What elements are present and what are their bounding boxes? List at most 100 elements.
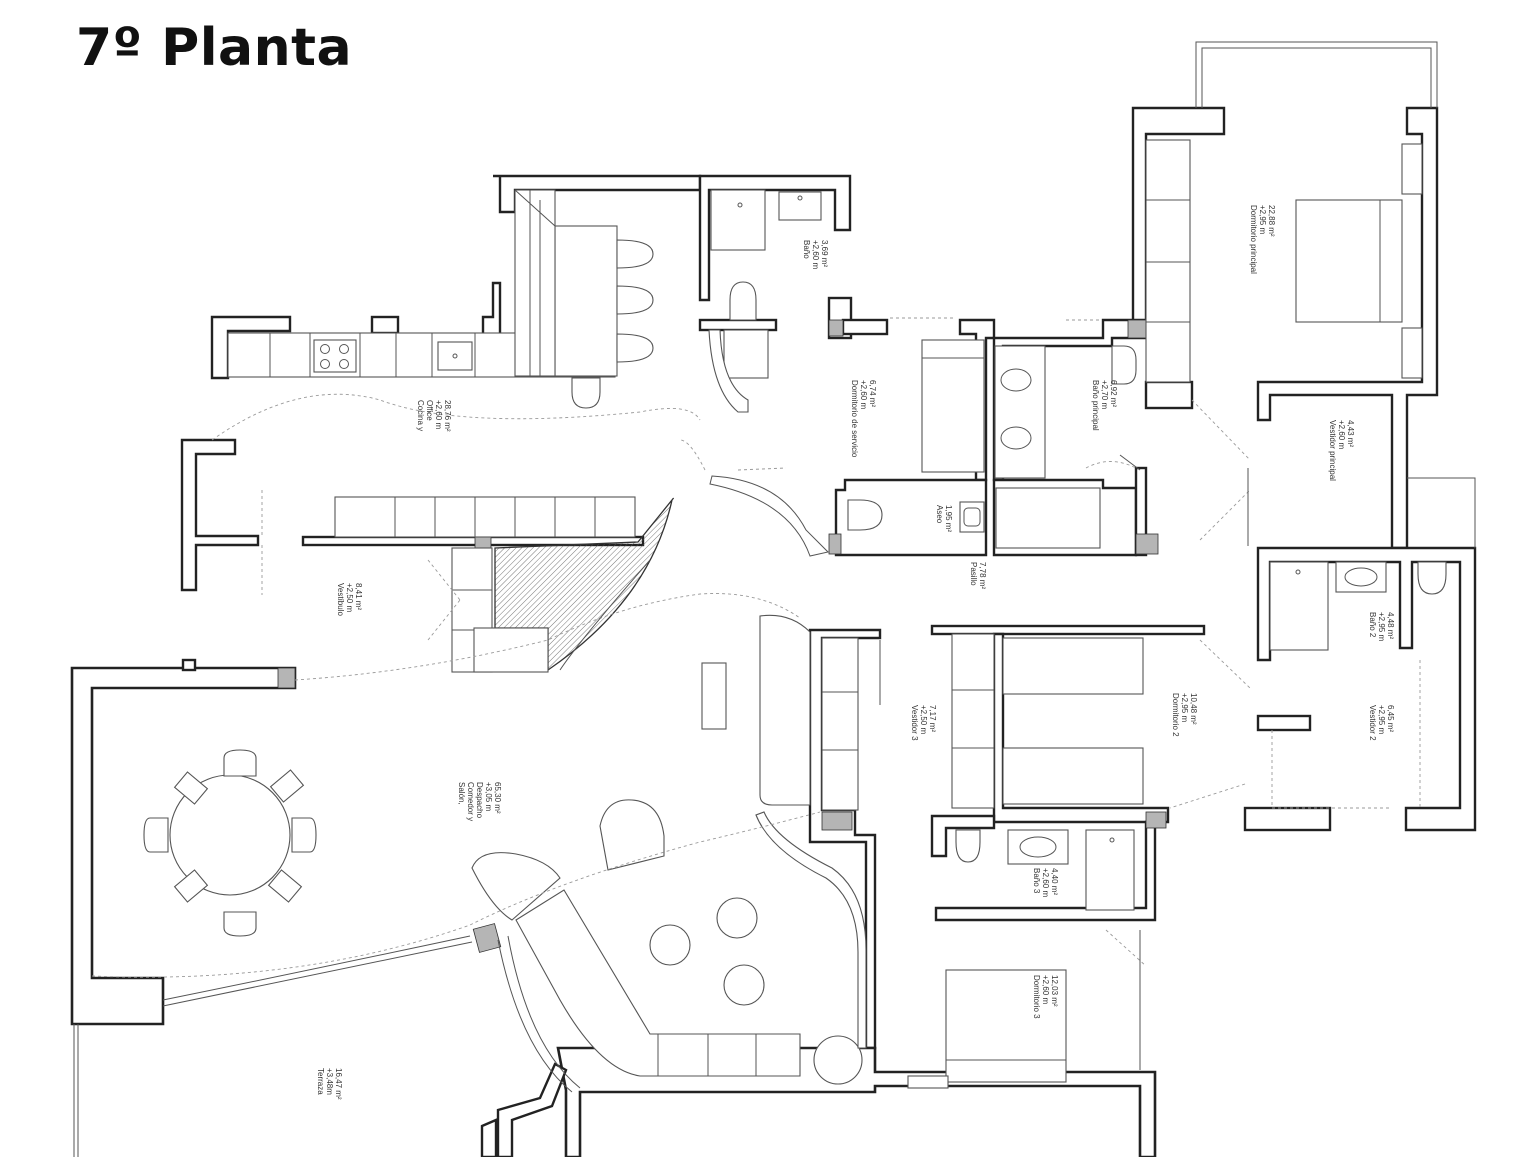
wall-service-top xyxy=(841,318,889,336)
room-label-line: Cocina y xyxy=(416,400,425,431)
room-label-vestidor-principal: Vestidor principal +2,60 m 4,43 m² xyxy=(1328,420,1355,483)
door-swings xyxy=(559,454,1249,1070)
hatched-cabinet xyxy=(494,497,674,672)
wall-kitchen-top-mid xyxy=(370,315,400,335)
wall-corridor-right-stub xyxy=(1134,466,1148,557)
burner xyxy=(339,344,349,354)
bath-tray xyxy=(778,191,822,221)
curved-partition xyxy=(759,614,811,806)
room-label-vestibulo: Vestíbulo +2,50 m 8,41 m² xyxy=(336,583,363,618)
room-label-line: Baño 2 xyxy=(1368,612,1377,638)
pouf xyxy=(723,964,765,1006)
room-label-bano-2: Baño 2 +2,95 m 4,48 m² xyxy=(1368,612,1395,643)
chair xyxy=(291,817,317,853)
toilet xyxy=(847,499,883,531)
wall-vestidor2-stub xyxy=(1256,714,1312,732)
bathtub xyxy=(1335,561,1387,593)
stool xyxy=(571,377,601,409)
room-label-bano-principal: Baño principal +2,70 m 6,92 m² xyxy=(1091,380,1118,433)
wall-bath-top xyxy=(698,174,852,302)
stool xyxy=(616,239,654,269)
shower xyxy=(1269,561,1329,651)
room-label-line: +2,60 m xyxy=(1041,975,1050,1004)
room-label-vestidor-2: Vestidor 2 +2,95 m 6,45 m² xyxy=(1368,705,1395,743)
room-label-vestidor-3: Vestidor 3 +2,50 m 7,17 m² xyxy=(910,705,937,743)
room-label-line: 4,43 m² xyxy=(1346,420,1355,447)
wall-terrace-left-stub xyxy=(480,1118,498,1157)
wall-vestibule-left xyxy=(180,438,260,592)
room-label-line: +2,60 m xyxy=(811,240,820,269)
room-label-bano: Baño +2,60 m 3,69 m² xyxy=(802,240,829,271)
room-label-dorm-2: Dormitorio 2 +2,95 m 10,48 m² xyxy=(1171,693,1198,739)
wall-terrace-right xyxy=(496,1062,568,1157)
dresser xyxy=(907,1075,949,1089)
room-label-line: Salón, xyxy=(457,782,466,805)
shower xyxy=(710,189,766,251)
bed-dorm3 xyxy=(945,969,1067,1083)
burner xyxy=(320,344,330,354)
room-label-line: 6,92 m² xyxy=(1109,380,1118,407)
room-labels: Cocina y Office +2,60 m 28,76 m² Baño +2… xyxy=(316,205,1395,1100)
bathtub xyxy=(995,487,1101,549)
washbasin xyxy=(723,329,769,379)
room-label-line: +2,60 m xyxy=(1337,420,1346,449)
room-label-salon: Salón, Comedor y Despacho +3,05 m 65,30 … xyxy=(457,782,502,823)
room-label-line: Despacho xyxy=(475,782,484,819)
column xyxy=(277,667,296,689)
service-door-swing xyxy=(708,329,749,413)
room-label-line: +2,50 m xyxy=(345,583,354,612)
room-label-line: Aseo xyxy=(935,505,944,524)
room-label-line: 4,40 m² xyxy=(1050,868,1059,895)
column xyxy=(1127,319,1147,339)
room-label-line: +2,70 m xyxy=(1100,380,1109,409)
column xyxy=(1145,811,1167,829)
pouf xyxy=(649,924,691,966)
pouf xyxy=(716,897,758,939)
chair xyxy=(269,769,305,803)
room-label-line: 22,88 m² xyxy=(1267,205,1276,237)
room-label-line: Baño principal xyxy=(1091,380,1100,431)
room-label-terraza: Terraza +3,48m 16,47 m² xyxy=(316,1068,343,1100)
room-label-line: Dormitorio 2 xyxy=(1171,693,1180,737)
wall-salon-right xyxy=(808,628,882,1050)
room-label-line: Pasillo xyxy=(969,562,978,586)
side-table xyxy=(813,1035,863,1085)
room-label-line: 16,47 m² xyxy=(334,1068,343,1100)
burner xyxy=(339,359,349,369)
sink xyxy=(1000,368,1032,392)
chair xyxy=(173,771,209,805)
room-label-line: +3,05 m xyxy=(484,782,493,811)
column xyxy=(472,923,502,953)
room-label-line: +2,95 m xyxy=(1180,693,1189,722)
wall-vestidor2-bottom xyxy=(1243,806,1332,832)
sink xyxy=(1000,426,1032,450)
room-label-line: Vestidor 2 xyxy=(1368,705,1377,741)
armchair xyxy=(599,799,665,871)
room-label-line: +2,60 m xyxy=(1041,868,1050,897)
wall-living-stub xyxy=(181,658,197,672)
terrace-glazing xyxy=(162,941,473,1007)
wall-kitchen-corner xyxy=(481,281,502,338)
nightstand xyxy=(1401,143,1423,195)
room-label-pasillo: Pasillo 7,78 m² xyxy=(969,562,987,589)
room-label-line: 65,30 m² xyxy=(493,782,502,814)
chair xyxy=(267,869,303,903)
room-label-line: +2,95 m xyxy=(1377,705,1386,734)
right-terrace xyxy=(1407,477,1476,548)
room-label-line: +3,48m xyxy=(325,1068,334,1095)
room-label-line: +2,60 m xyxy=(434,400,443,429)
room-label-line: +2,95 m xyxy=(1258,205,1267,234)
wardrobe-dorm2 xyxy=(951,633,995,809)
terrace-glazing xyxy=(162,935,471,1001)
chair xyxy=(143,817,169,853)
room-label-line: +2,60 m xyxy=(859,380,868,409)
room-label-line: Baño xyxy=(802,240,811,259)
room-label-line: Vestíbulo xyxy=(336,583,345,616)
room-label-line: 1,95 m² xyxy=(944,505,953,532)
bathtub xyxy=(1007,829,1069,865)
wall-corridor-bottom xyxy=(834,478,988,557)
room-label-aseo: Aseo 1,95 m² xyxy=(935,505,953,532)
stool xyxy=(616,333,654,363)
room-label-line: Office xyxy=(425,400,434,421)
terrace-glazing xyxy=(507,935,581,1089)
